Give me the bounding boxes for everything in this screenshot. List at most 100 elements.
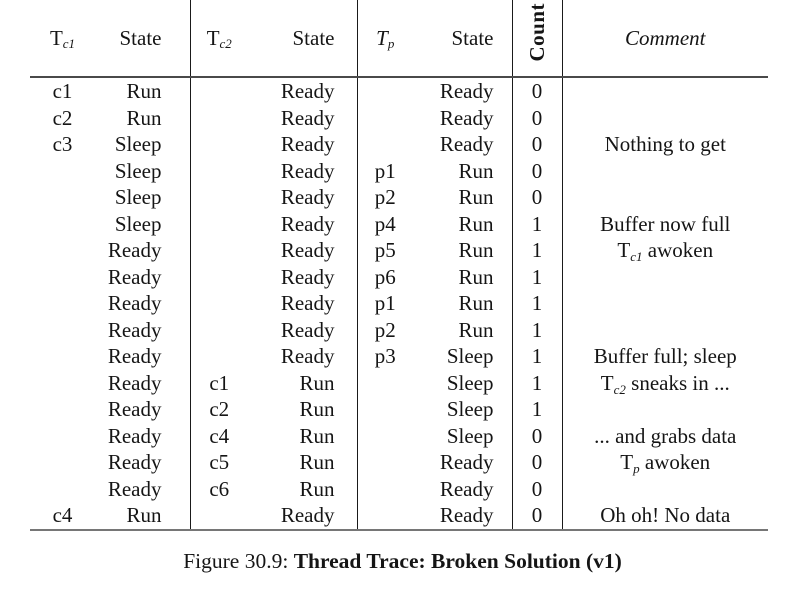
count-cell: 1 <box>511 369 562 396</box>
trace-row: Sleep Ready p1 Run 0 <box>30 157 768 185</box>
tp-state-cell: Run <box>458 211 494 236</box>
tc1-state-cell: Run <box>126 79 162 103</box>
tc1-id-cell: c1 <box>52 79 73 103</box>
tc2-state-cell: Ready <box>280 291 335 315</box>
tc1-id-cell <box>30 158 95 185</box>
tc2-state-cell: Ready <box>248 502 357 531</box>
comment-cell <box>561 396 768 423</box>
tc2-state-cell: Ready <box>280 132 335 156</box>
trace-row: Ready Ready p3 Sleep 1 Buffer full; slee… <box>30 343 768 370</box>
trace-row: Ready Ready p1 Run 1 <box>30 290 768 317</box>
trace-row: Ready c2 Run Sleep 1 <box>30 396 768 423</box>
tc2-state-cell: Ready <box>280 158 335 183</box>
tc1-state-cell: Ready <box>107 317 162 342</box>
comment-cell: Tc2 sneaks in ... <box>561 369 768 396</box>
trace-row: Sleep Ready p2 Run 0 <box>30 184 768 211</box>
caption-prefix: Figure 30.9: <box>183 549 294 573</box>
table-body: c1 Run Ready Ready 0 c2 Run Ready Ready … <box>30 77 768 531</box>
comment-cell <box>561 263 768 290</box>
comment-text-after: awoken <box>642 238 714 262</box>
header-row: Tc1 State Tc2 State Tp State Count Comme… <box>30 0 768 78</box>
tc1-id-cell <box>30 317 95 344</box>
trace-row: Ready c1 Run Sleep 1 Tc2 sneaks in ... <box>30 369 768 397</box>
tc1-state-cell: Run <box>126 105 162 130</box>
header-tp: Tp <box>356 0 413 78</box>
tc1-id-cell <box>30 290 95 317</box>
tp-id-cell <box>356 131 413 158</box>
tc1-id-cell <box>30 184 95 211</box>
tc2-id-cell <box>189 290 248 317</box>
tc2-id-cell <box>189 77 248 105</box>
tc1-id-cell <box>30 449 95 476</box>
tp-id-cell <box>356 104 413 131</box>
trace-row: Sleep Ready p4 Run 1 Buffer now full <box>30 210 768 237</box>
header-tc2-base: T <box>206 25 220 50</box>
tp-id-cell: p6 <box>356 263 413 290</box>
comment-text: Buffer full; sleep <box>593 344 737 368</box>
tp-state-cell: Ready <box>439 105 494 130</box>
tc2-id-cell: c4 <box>189 422 248 449</box>
tp-state-cell: Ready <box>439 79 494 103</box>
header-tc2-sub: c2 <box>219 35 232 51</box>
count-cell: 1 <box>511 343 562 370</box>
tc1-state-cell: Run <box>95 502 190 531</box>
tc1-id-cell <box>30 343 95 370</box>
tp-id-cell: p3 <box>356 343 413 370</box>
count-cell: 0 <box>511 502 562 531</box>
trace-row: Ready c4 Run Sleep 0 ... and grabs data <box>30 422 768 449</box>
trace-row: c1 Run Ready Ready 0 <box>30 77 768 105</box>
comment-cell: ... and grabs data <box>561 422 768 449</box>
thread-trace-table: Tc1 State Tc2 State Tp State Count Comme… <box>30 0 768 531</box>
tp-id-cell: p1 <box>356 157 413 184</box>
tp-id-cell: p2 <box>356 184 413 211</box>
comment-cell: Buffer full; sleep <box>561 343 768 370</box>
comment-cell: Oh oh! No data <box>561 502 768 531</box>
tc2-id-cell <box>189 210 248 237</box>
tc2-state-cell: Run <box>299 370 335 395</box>
comment-text: Buffer now full <box>600 211 731 236</box>
tp-state-cell: Run <box>458 317 494 342</box>
tp-id-cell <box>356 77 413 105</box>
tc2-id-cell <box>189 157 248 184</box>
tp-state-cell: Ready <box>439 476 494 501</box>
comment-text: T <box>620 450 634 474</box>
tc2-id-cell: c5 <box>189 449 248 476</box>
tp-state-cell: Ready <box>439 450 494 474</box>
count-cell: 0 <box>511 475 562 502</box>
count-cell: 0 <box>511 131 562 158</box>
tp-id-cell <box>356 475 413 502</box>
header-state-consumer2: State <box>248 0 357 78</box>
trace-row: Ready c5 Run Ready 0 Tp awoken <box>30 449 768 476</box>
tc2-id-cell <box>189 184 248 211</box>
tc2-state-cell: Run <box>299 450 335 474</box>
tp-state-cell: Run <box>458 264 494 289</box>
tp-state-cell: Run <box>458 185 494 209</box>
count-cell: 1 <box>511 290 562 317</box>
tc1-id-cell <box>30 264 95 291</box>
tp-id-cell <box>356 449 413 476</box>
trace-row: Ready Ready p2 Run 1 <box>30 316 768 344</box>
tc1-id-cell: c4 <box>30 502 95 531</box>
tp-state-cell: Ready <box>439 132 494 156</box>
comment-cell: Tc1 awoken <box>561 237 768 264</box>
tc1-state-cell: Sleep <box>114 185 162 209</box>
tc2-state-cell: Ready <box>280 344 335 368</box>
header-tc2: Tc2 <box>189 0 248 78</box>
tp-id-cell <box>356 369 413 396</box>
caption-title: Thread Trace: Broken Solution (v1) <box>293 549 622 573</box>
tc2-state-cell: Ready <box>280 264 335 289</box>
tp-id-cell: p5 <box>356 237 413 264</box>
tc2-state-cell: Ready <box>280 105 335 130</box>
tp-id-cell <box>356 502 413 531</box>
tc2-id-cell <box>189 237 248 264</box>
tc1-id-cell: c3 <box>52 132 73 156</box>
comment-text: T <box>600 370 614 395</box>
count-cell: 1 <box>511 396 562 423</box>
count-cell: 0 <box>511 449 562 476</box>
tc1-state-cell: Ready <box>107 238 162 262</box>
tp-state-cell: Run <box>458 158 494 183</box>
tc1-id-cell <box>30 370 95 397</box>
tc2-id-cell: c1 <box>189 369 248 396</box>
comment-text: Oh oh! No data <box>600 503 731 527</box>
